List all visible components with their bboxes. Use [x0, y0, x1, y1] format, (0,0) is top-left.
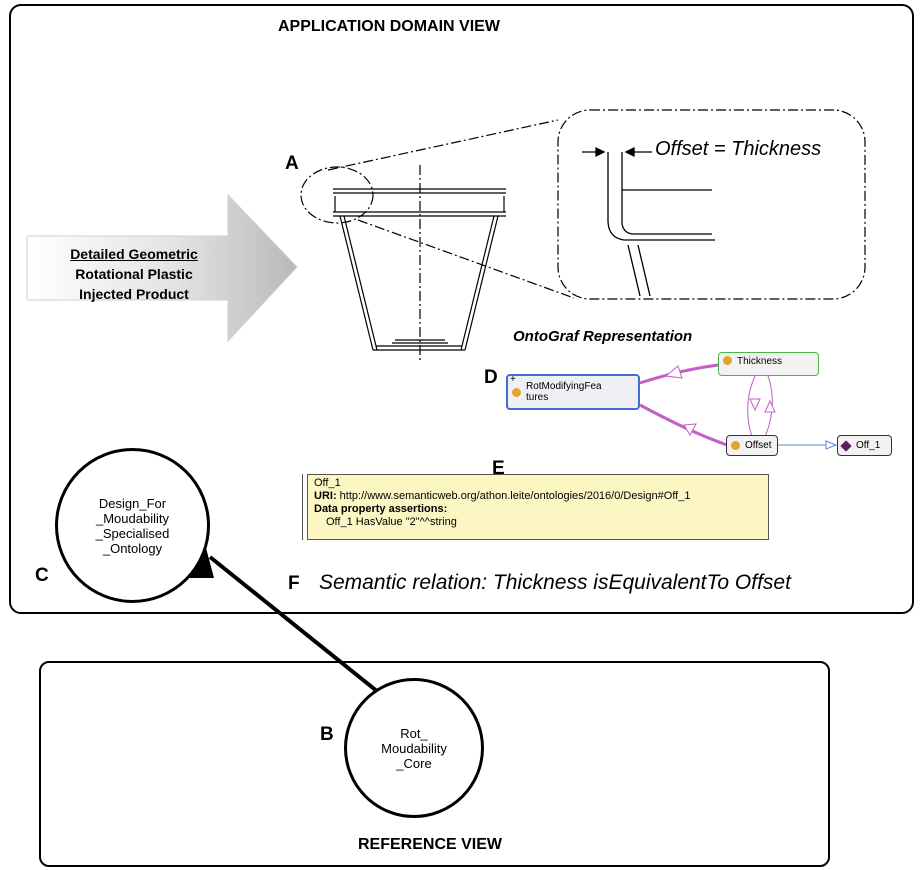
label-b: B [320, 724, 334, 745]
node-label-rot: RotModifyingFea tures [526, 381, 602, 403]
zoom-detail-box [557, 109, 866, 300]
core-line-1: Rot_ [400, 725, 428, 741]
reference-view-frame [39, 661, 830, 867]
arrow-line-2: Rotational Plastic [75, 266, 193, 282]
tooltip-uri: http://www.semanticweb.org/athon.leite/o… [339, 490, 691, 502]
label-c: C [35, 565, 49, 586]
product-arrow-text: Detailed Geometric Rotational Plastic In… [34, 244, 234, 304]
tooltip-assertions-label: Data property assertions: [314, 503, 448, 515]
zoom-guide-bottom [357, 219, 575, 299]
individual-icon [840, 439, 852, 452]
specialised-line-2: _Moudability [96, 510, 169, 526]
specialised-ontology-circle: Design_For _Moudability _Specialised _On… [55, 448, 210, 603]
semantic-relation: Semantic relation: Thickness isEquivalen… [319, 571, 791, 594]
arrow-line-3: Injected Product [79, 286, 189, 302]
tooltip-name: Off_1 [314, 477, 341, 489]
label-e: E [492, 458, 505, 479]
node-label-thickness: Thickness [737, 356, 783, 367]
node-label-offset: Offset [745, 440, 772, 451]
zoom-detail-lines [582, 146, 715, 297]
ontograf-node-off1[interactable]: Off_1 [837, 435, 892, 456]
node-label-rot-line2: tures [526, 392, 549, 403]
core-line-2: Moudability [381, 740, 447, 756]
ontograf-node-rotmodifyingfeatures[interactable]: + RotModifyingFea tures [506, 374, 640, 410]
ontograf-node-thickness[interactable]: Thickness [718, 352, 819, 376]
label-f: F [288, 573, 300, 594]
equivalent-class-icon [731, 441, 740, 450]
ontograf-node-offset[interactable]: Offset [726, 435, 778, 456]
individual-tooltip: Off_1 URI: http://www.semanticweb.org/at… [307, 474, 769, 540]
core-ontology-circle: Rot_ Moudability _Core [344, 678, 484, 818]
product-arrow-shape [26, 193, 298, 343]
node-label-rot-line1: RotModifyingFea [526, 381, 602, 392]
arrow-line-1: Detailed Geometric [70, 246, 198, 262]
pot-drawing [300, 165, 506, 360]
tooltip-left-rule [302, 474, 303, 540]
label-d: D [484, 367, 498, 388]
tooltip-assertion: Off_1 HasValue "2"^^string [326, 516, 457, 528]
specialised-line-3: _Specialised [95, 525, 170, 541]
zoom-caption: Offset = Thickness [655, 138, 822, 160]
reference-view-title: REFERENCE VIEW [358, 836, 503, 853]
node-label-off1: Off_1 [856, 440, 881, 451]
core-line-3: _Core [396, 755, 432, 771]
tooltip-uri-row: URI: http://www.semanticweb.org/athon.le… [314, 490, 762, 503]
ontograf-title: OntoGraf Representation [513, 328, 693, 345]
expand-toggle[interactable]: + [510, 374, 516, 385]
tooltip-uri-label: URI: [314, 490, 337, 502]
label-a: A [285, 153, 299, 174]
ontograf-edges [639, 363, 838, 450]
application-domain-frame [9, 4, 914, 614]
specialised-line-1: Design_For [98, 495, 167, 511]
application-view-title: APPLICATION DOMAIN VIEW [278, 18, 500, 35]
core-to-specialised-link [208, 555, 385, 698]
zoom-guide-top [327, 119, 559, 171]
edge-thickness-offset-a [747, 375, 756, 438]
class-dot-icon [512, 387, 521, 397]
equivalent-class-icon [723, 356, 732, 365]
specialised-line-4: _Ontology [102, 540, 163, 556]
